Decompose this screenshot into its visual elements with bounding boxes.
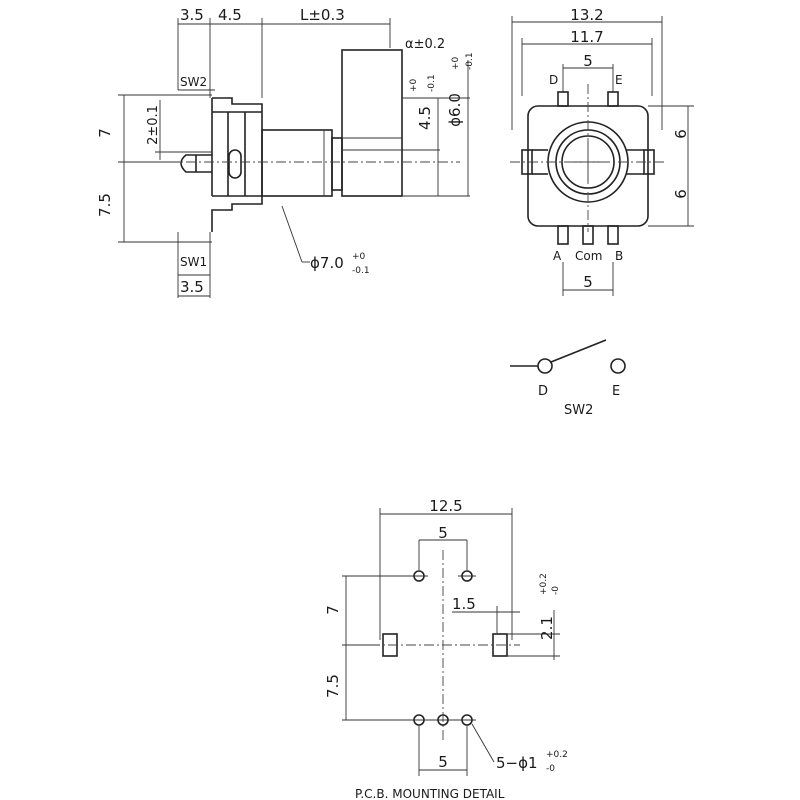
pcb-caption: P.C.B. MOUNTING DETAIL <box>355 787 505 800</box>
dim-4-5-tol-plus: +0 <box>409 78 419 92</box>
dim-hole-tol-plus: +0.2 <box>546 750 568 760</box>
dim-2: 2±0.1 <box>146 105 161 145</box>
dim-6-0-shaft: ϕ6.0 <box>446 93 464 127</box>
dim-12-5: 12.5 <box>429 497 462 515</box>
label-d-front: D <box>549 73 558 87</box>
front-view: 13.2 11.7 5 D E 6 6 <box>510 6 694 296</box>
dim-hole-tol-minus: -0 <box>546 764 555 774</box>
dim-6-upper: 6 <box>672 129 690 139</box>
dim-alpha: α±0.2 <box>405 37 445 52</box>
side-view: 3.5 4.5 L±0.3 α±0.2 SW2 <box>96 6 475 298</box>
dim-2-1-tol-plus: +0.2 <box>539 573 549 595</box>
dim-7-0-tol-plus: +0 <box>352 252 366 262</box>
dim-l: L±0.3 <box>300 6 345 24</box>
dim-2-1: 2.1 <box>538 616 556 640</box>
dim-7-left: 7 <box>96 128 114 138</box>
dim-7-0: ϕ7.0 <box>310 254 344 272</box>
dim-7-5-left: 7.5 <box>96 193 114 217</box>
dim-3-5-top: 3.5 <box>180 6 204 24</box>
dim-6-0-tol-plus: +0 <box>451 56 461 70</box>
dim-2-1-tol-minus: -0 <box>551 586 561 595</box>
dim-5-bottom-front: 5 <box>583 273 593 291</box>
label-e-front: E <box>615 73 623 87</box>
dim-hole-callout: 5−ϕ1 <box>496 754 538 772</box>
dim-6-lower: 6 <box>672 189 690 199</box>
switch-symbol: D E SW2 <box>510 339 626 418</box>
sw2-label: SW2 <box>180 75 207 89</box>
sw1-label: SW1 <box>180 255 207 269</box>
dim-11-7: 11.7 <box>570 28 603 46</box>
dim-7-pcb: 7 <box>324 605 342 615</box>
pcb-view: 12.5 5 7 7.5 1.5 <box>324 497 568 800</box>
dim-7-5-pcb: 7.5 <box>324 674 342 698</box>
dim-4-5-tol-minus: -0.1 <box>427 74 437 92</box>
dim-3-5-bottom: 3.5 <box>180 278 204 296</box>
dim-1-5: 1.5 <box>452 595 476 613</box>
dim-5-top-front: 5 <box>583 52 593 70</box>
dim-4-5-top: 4.5 <box>218 6 242 24</box>
dim-5-top-pcb: 5 <box>438 524 448 542</box>
dim-6-0-tol-minus: -0.1 <box>465 52 475 70</box>
switch-label-sw2: SW2 <box>564 403 593 418</box>
dim-5-bottom-pcb: 5 <box>438 753 448 771</box>
label-a: A <box>553 249 562 263</box>
label-com: Com <box>575 249 602 263</box>
switch-label-d: D <box>538 384 548 399</box>
dim-4-5-shaft: 4.5 <box>416 106 434 130</box>
dim-13-2: 13.2 <box>570 6 603 24</box>
label-b: B <box>615 249 623 263</box>
switch-label-e: E <box>612 384 620 399</box>
dim-7-0-tol-minus: -0.1 <box>352 266 370 276</box>
